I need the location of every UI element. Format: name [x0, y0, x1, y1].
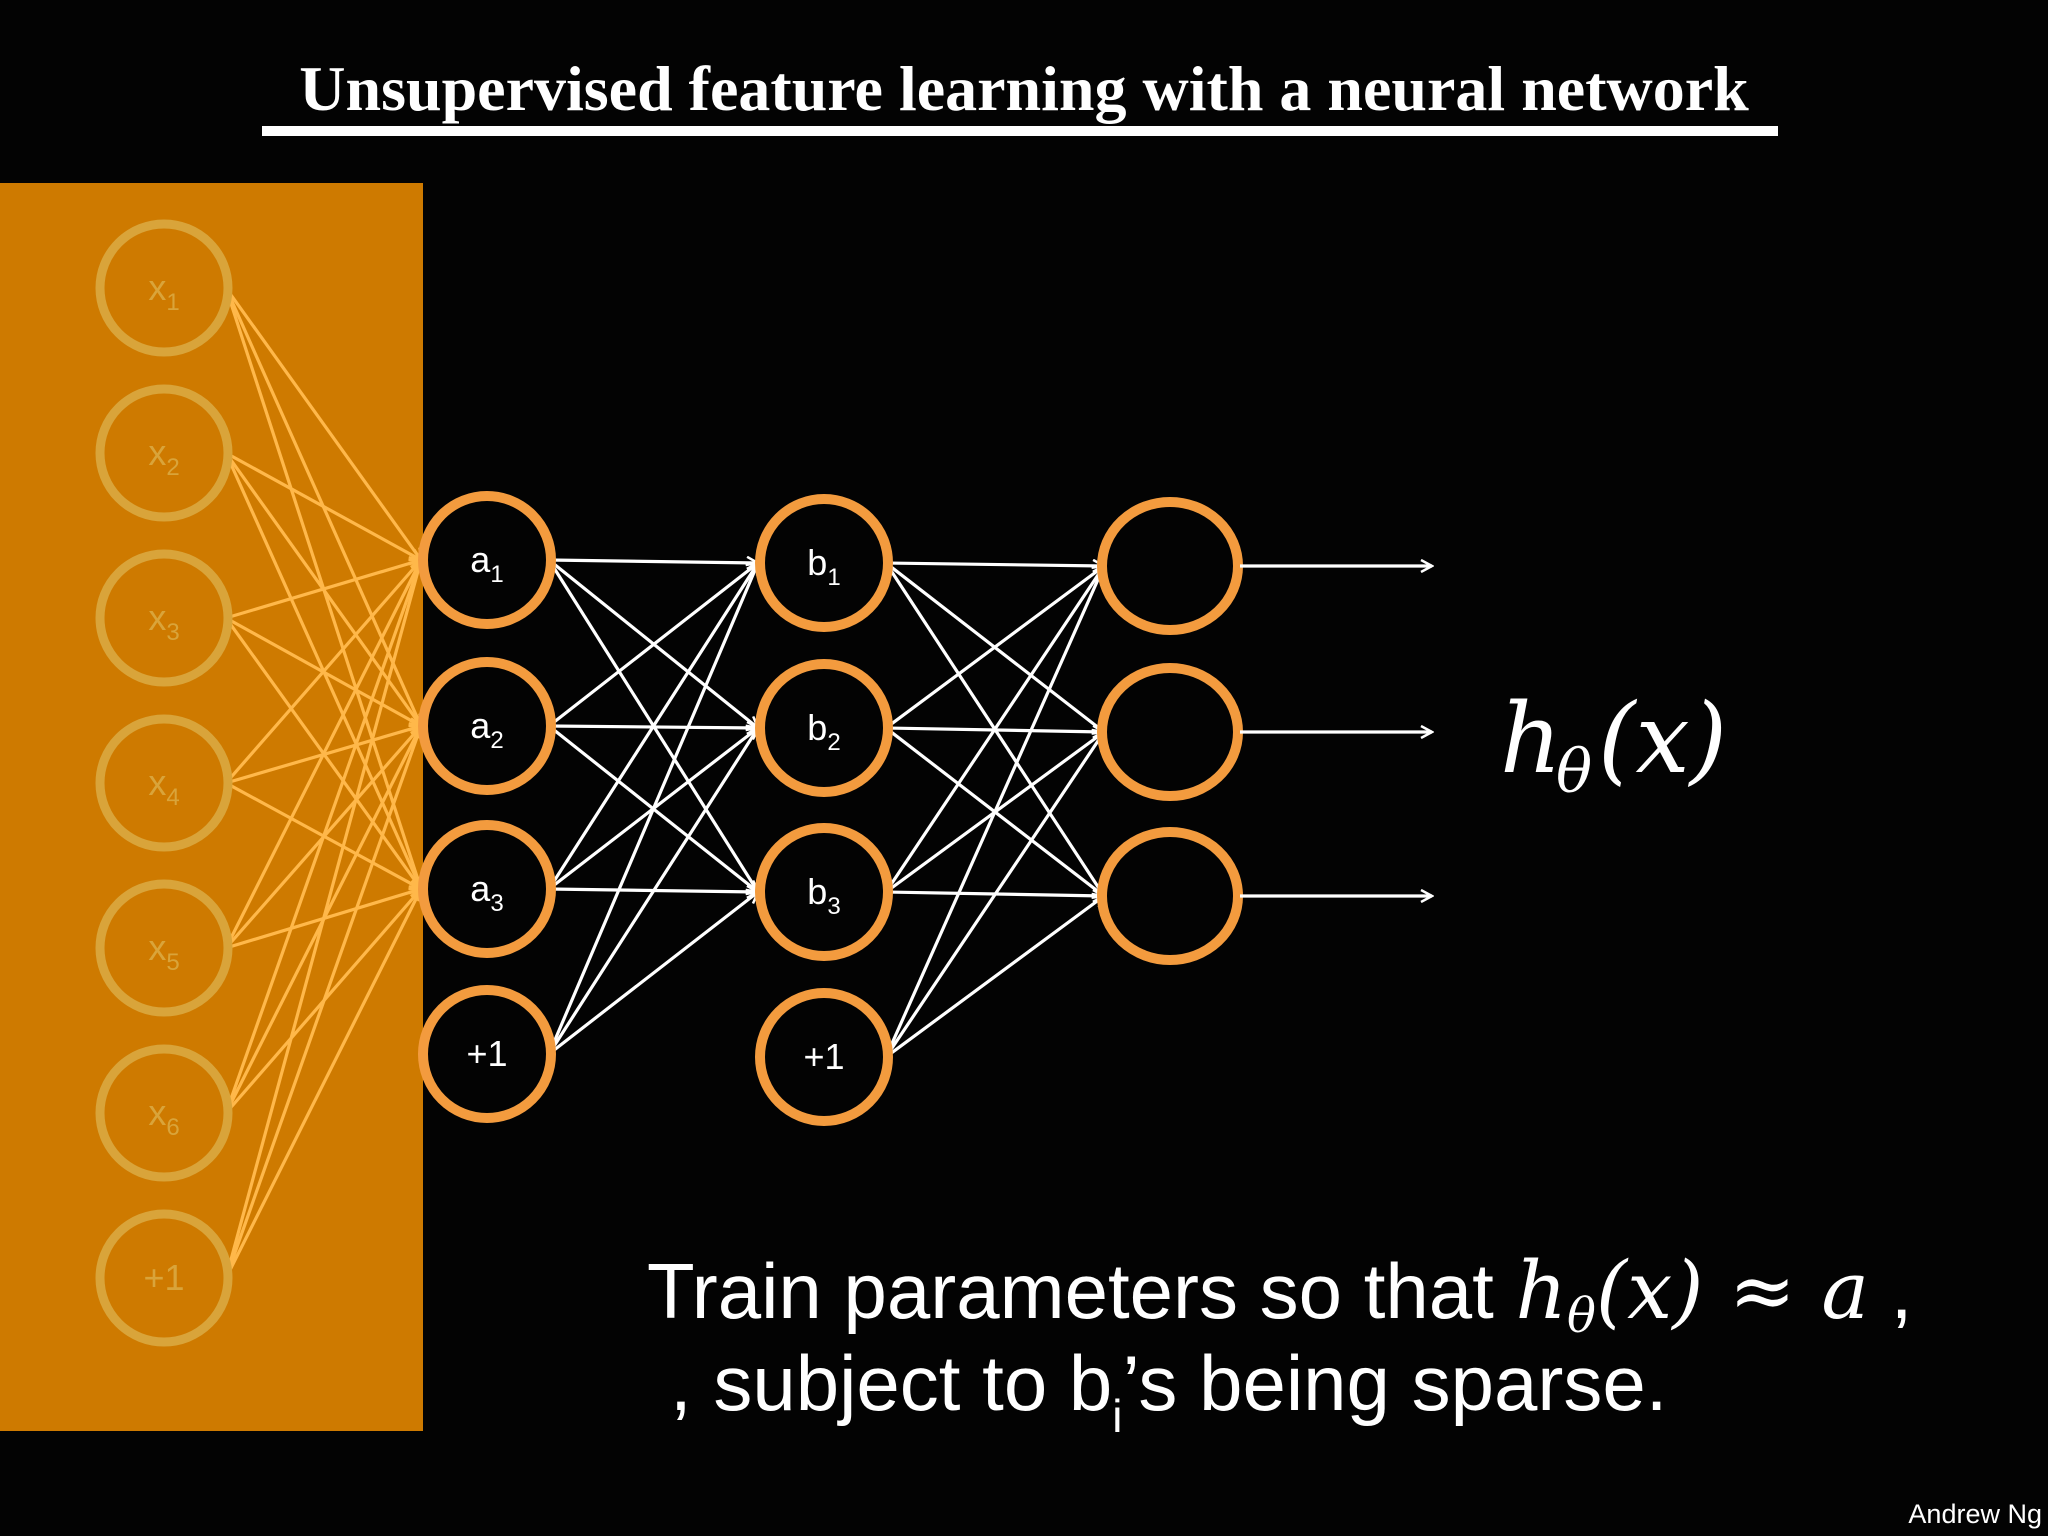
- a-node-2-label: a2: [470, 705, 503, 754]
- caption-math-theta: θ: [1567, 1288, 1596, 1344]
- caption-line2-after: ’s being sparse.: [1122, 1339, 1668, 1427]
- a-to-b-edge-3-1: [547, 563, 758, 890]
- output-node-1-ring: [1097, 497, 1243, 635]
- input-to-a-edge-5-1: [224, 560, 421, 949]
- b-to-output-edge-1-1: [885, 563, 1104, 566]
- caption-math-arg: (x): [1595, 1244, 1704, 1337]
- input-to-a-edge-1-1: [224, 287, 421, 560]
- output-label-h: h: [1500, 683, 1562, 795]
- b-node-1: b1: [755, 494, 893, 632]
- b-to-output-edge-4-1: [884, 566, 1104, 1058]
- b-node-2-label: b2: [807, 707, 840, 756]
- a-to-b-edge-4-1: [547, 563, 758, 1055]
- output-node-2: [1097, 663, 1243, 801]
- input-to-a-edge-3-1: [225, 560, 421, 620]
- b-node-4-ring: [755, 988, 893, 1126]
- input-node-5-label: x5: [148, 927, 179, 976]
- a-node-3-ring: [418, 820, 556, 958]
- caption-math-approx: ≈: [1703, 1244, 1822, 1337]
- a-node-2: a2: [418, 657, 556, 795]
- caption-line2-sub: i: [1112, 1390, 1123, 1442]
- b-node-3-ring: [755, 823, 893, 961]
- b-node-1-label: b1: [807, 542, 840, 591]
- output-node-1: [1097, 497, 1243, 635]
- input-node-7-ring: [95, 1209, 233, 1347]
- input-to-a-edge-7-3: [224, 889, 421, 1279]
- input-node-5: x5: [95, 879, 233, 1017]
- output-node-2-ring: [1097, 663, 1243, 801]
- b-node-3: b3: [755, 823, 893, 961]
- a-to-b-edge-4-2: [547, 728, 758, 1055]
- output-arrows: [1240, 566, 1432, 896]
- input-node-4-label: x4: [148, 762, 179, 811]
- caption-line1-end: ,: [1869, 1247, 1913, 1335]
- a-node-4-ring: [418, 985, 556, 1123]
- input-node-3-ring: [95, 549, 233, 687]
- input-node-1-ring: [95, 219, 233, 357]
- a-node-2-ring: [418, 657, 556, 795]
- a-node-4-label: +1: [466, 1033, 507, 1074]
- input-node-3: x3: [95, 549, 233, 687]
- a-to-b-edge-1-1: [548, 560, 758, 563]
- caption-formula: hθ(x) ≈ a: [1515, 1244, 1870, 1345]
- input-node-2-ring: [95, 384, 233, 522]
- input-node-3-label: x3: [148, 597, 179, 646]
- a-node-3-label: a3: [470, 868, 503, 917]
- b-node-2: b2: [755, 659, 893, 797]
- a-node-1: a1: [418, 491, 556, 629]
- input-node-2: x2: [95, 384, 233, 522]
- a-to-b-edge-4-3: [548, 892, 758, 1056]
- a-to-b-edge-2-1: [548, 563, 758, 728]
- input-node-2-label: x2: [148, 432, 179, 481]
- input-to-a-edge-6-1: [224, 560, 421, 1114]
- slide-title: Unsupervised feature learning with a neu…: [299, 53, 1749, 124]
- caption-math-a: a: [1821, 1244, 1870, 1337]
- b-to-output-edge-4-3: [885, 896, 1104, 1059]
- author-credit: Andrew Ng: [1908, 1499, 2042, 1529]
- input-node-6: x6: [95, 1044, 233, 1182]
- b-node-2-ring: [755, 659, 893, 797]
- output-function-label: h θ (x): [1500, 683, 1727, 807]
- input-to-a-edge-7-2: [224, 726, 421, 1279]
- b-to-output-edge-2-1: [885, 566, 1104, 730]
- a-node-1-label: a1: [470, 539, 503, 588]
- input-node-7-label: +1: [143, 1257, 184, 1298]
- network-edges: [224, 287, 1104, 1279]
- network-nodes: x1 x2 x3 x4 x5 x6 +1 a1 a2 a3 +1 b1 b2 b3 +1: [95, 219, 1243, 1347]
- output-node-3: [1097, 827, 1243, 965]
- input-node-7: +1: [95, 1209, 233, 1347]
- b-node-1-ring: [755, 494, 893, 632]
- title-underline: [262, 126, 1778, 136]
- a-node-3: a3: [418, 820, 556, 958]
- b-to-output-edge-4-2: [884, 732, 1104, 1058]
- input-node-1: x1: [95, 219, 233, 357]
- b-node-3-label: b3: [807, 871, 840, 920]
- input-node-4: x4: [95, 714, 233, 852]
- output-label-arg: (x): [1598, 683, 1727, 795]
- input-node-4-ring: [95, 714, 233, 852]
- input-node-5-ring: [95, 879, 233, 1017]
- input-to-a-edge-4-1: [224, 560, 421, 785]
- caption-math-h: h: [1515, 1244, 1568, 1337]
- input-node-6-label: x6: [148, 1092, 179, 1141]
- b-node-4: +1: [755, 988, 893, 1126]
- input-to-a-edge-7-1: [224, 560, 421, 1279]
- input-node-1-label: x1: [148, 267, 179, 316]
- caption-line-2: , subject to bi’s being sparse.: [670, 1340, 1667, 1459]
- caption-line2-before: , subject to b: [670, 1339, 1113, 1427]
- caption-line-1: Train parameters so that hθ(x) ≈ a ,: [647, 1248, 1912, 1359]
- a-node-4: +1: [418, 985, 556, 1123]
- b-to-output-edge-3-1: [884, 566, 1104, 893]
- output-label-theta: θ: [1556, 737, 1592, 807]
- a-node-1-ring: [418, 491, 556, 629]
- b-node-4-label: +1: [803, 1036, 844, 1077]
- input-node-6-ring: [95, 1044, 233, 1182]
- input-to-a-edge-2-1: [225, 451, 421, 562]
- caption-text: Train parameters so that: [647, 1247, 1516, 1335]
- output-node-3-ring: [1097, 827, 1243, 965]
